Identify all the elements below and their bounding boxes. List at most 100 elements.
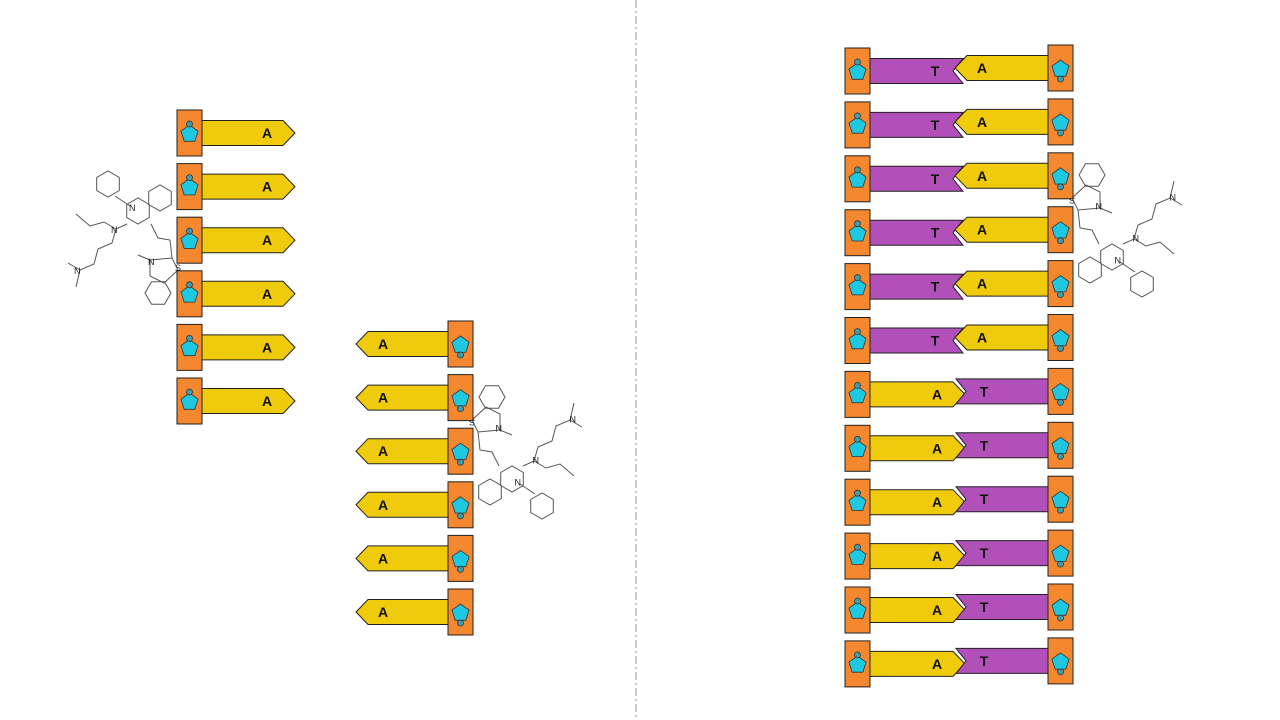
adenine-base: A bbox=[954, 270, 1049, 297]
phosphate-dot-icon bbox=[1057, 614, 1064, 622]
adenine-base: A bbox=[869, 435, 966, 462]
phosphate-dot-icon bbox=[854, 597, 861, 605]
sugar-phosphate-unit bbox=[844, 47, 871, 95]
pentagon-icon bbox=[180, 285, 199, 303]
base-arrow bbox=[201, 120, 296, 146]
adenine-base: A bbox=[869, 543, 966, 570]
adenine-base: A bbox=[355, 491, 449, 518]
base-arrow bbox=[355, 491, 449, 518]
phosphate-dot-icon bbox=[186, 334, 193, 342]
base-arrow bbox=[869, 543, 966, 570]
thymine-base: T bbox=[869, 58, 965, 84]
base-arrow bbox=[954, 486, 1049, 513]
adenine-base: A bbox=[201, 120, 296, 146]
sugar-phosphate-unit bbox=[1047, 421, 1074, 469]
base-label: T bbox=[980, 491, 989, 507]
phosphate-dot-icon bbox=[854, 328, 861, 335]
thymine-base: T bbox=[954, 540, 1049, 567]
thymine-base: T bbox=[869, 111, 965, 138]
phosphate-dot-icon bbox=[1057, 75, 1064, 83]
phosphate-dot-icon bbox=[186, 388, 193, 396]
sugar-phosphate-unit bbox=[1047, 529, 1074, 577]
sugar-phosphate-unit bbox=[844, 209, 871, 257]
adenine-base: A bbox=[869, 489, 966, 516]
base-arrow bbox=[355, 438, 449, 465]
pentagon-icon bbox=[848, 278, 867, 296]
sugar-phosphate-unit bbox=[447, 374, 474, 422]
base-arrow bbox=[869, 597, 966, 623]
thymine-base: T bbox=[869, 327, 965, 354]
adenine-base: A bbox=[355, 384, 449, 411]
adenine-base: A bbox=[869, 597, 966, 623]
sugar-phosphate-unit bbox=[1047, 637, 1074, 685]
phosphate-dot-icon bbox=[186, 227, 193, 235]
sugar-phosphate-unit bbox=[844, 586, 871, 634]
sugar-phosphate-unit bbox=[447, 534, 474, 582]
thymine-base: T bbox=[869, 165, 965, 192]
sugar-phosphate-unit bbox=[844, 532, 871, 580]
sugar-phosphate-unit bbox=[176, 270, 203, 318]
sugar-phosphate-unit bbox=[844, 101, 871, 149]
base-label: A bbox=[378, 497, 388, 513]
adenine-base: A bbox=[954, 162, 1049, 189]
sugar-phosphate-unit bbox=[1047, 367, 1074, 415]
base-arrow bbox=[954, 432, 1049, 459]
dye-molecule-left bbox=[67, 170, 182, 305]
sugar-phosphate-unit bbox=[844, 155, 871, 203]
phosphate-dot-icon bbox=[1057, 398, 1064, 406]
phosphate-dot-icon bbox=[854, 274, 861, 282]
adenine-base: A bbox=[954, 108, 1049, 135]
pentagon-icon bbox=[180, 178, 199, 196]
adenine-base: A bbox=[355, 599, 449, 625]
base-arrow bbox=[954, 540, 1049, 567]
phosphate-dot-icon bbox=[854, 489, 861, 497]
base-label: A bbox=[932, 494, 942, 510]
base-label: T bbox=[931, 171, 940, 187]
phosphate-dot-icon bbox=[854, 381, 861, 389]
pentagon-icon bbox=[848, 62, 867, 80]
thymine-base: T bbox=[954, 486, 1049, 513]
phosphate-dot-icon bbox=[1057, 183, 1064, 191]
base-arrow bbox=[869, 111, 965, 138]
pentagon-icon bbox=[180, 231, 199, 249]
sugar-phosphate-unit bbox=[844, 263, 871, 311]
pentagon-icon bbox=[180, 338, 199, 357]
base-label: A bbox=[378, 604, 388, 620]
phosphate-dot-icon bbox=[854, 58, 861, 66]
base-arrow bbox=[954, 162, 1049, 189]
base-arrow bbox=[869, 58, 965, 84]
base-label: T bbox=[931, 225, 940, 241]
phosphate-dot-icon bbox=[1057, 506, 1064, 514]
base-arrow bbox=[954, 108, 1049, 135]
phosphate-dot-icon bbox=[1057, 560, 1064, 568]
adenine-base: A bbox=[201, 388, 296, 414]
base-label: A bbox=[977, 60, 987, 76]
pentagon-icon bbox=[848, 116, 867, 134]
base-label: A bbox=[932, 656, 942, 672]
base-label: A bbox=[932, 602, 942, 618]
base-label: A bbox=[977, 222, 987, 238]
sugar-phosphate-unit bbox=[1047, 152, 1074, 200]
base-label: A bbox=[977, 114, 987, 130]
dye-molecule-middle bbox=[468, 385, 583, 520]
sugar-phosphate-unit bbox=[1047, 583, 1074, 631]
sugar-phosphate-unit bbox=[1047, 260, 1074, 308]
base-arrow bbox=[869, 273, 965, 300]
base-label: A bbox=[378, 550, 388, 566]
phosphate-dot-icon bbox=[457, 351, 464, 359]
base-arrow bbox=[355, 384, 449, 411]
adenine-base: A bbox=[954, 216, 1049, 243]
adenine-base: A bbox=[201, 173, 296, 200]
phosphate-dot-icon bbox=[1057, 237, 1064, 245]
base-label: A bbox=[932, 440, 942, 456]
adenine-base: A bbox=[954, 324, 1049, 351]
base-label: T bbox=[980, 437, 989, 453]
base-label: T bbox=[931, 279, 940, 295]
base-label: T bbox=[980, 653, 989, 669]
adenine-base: A bbox=[355, 438, 449, 465]
pentagon-icon bbox=[848, 655, 867, 673]
base-label: T bbox=[980, 383, 989, 399]
sugar-phosphate-unit bbox=[1047, 314, 1074, 361]
pentagon-icon bbox=[848, 547, 867, 565]
